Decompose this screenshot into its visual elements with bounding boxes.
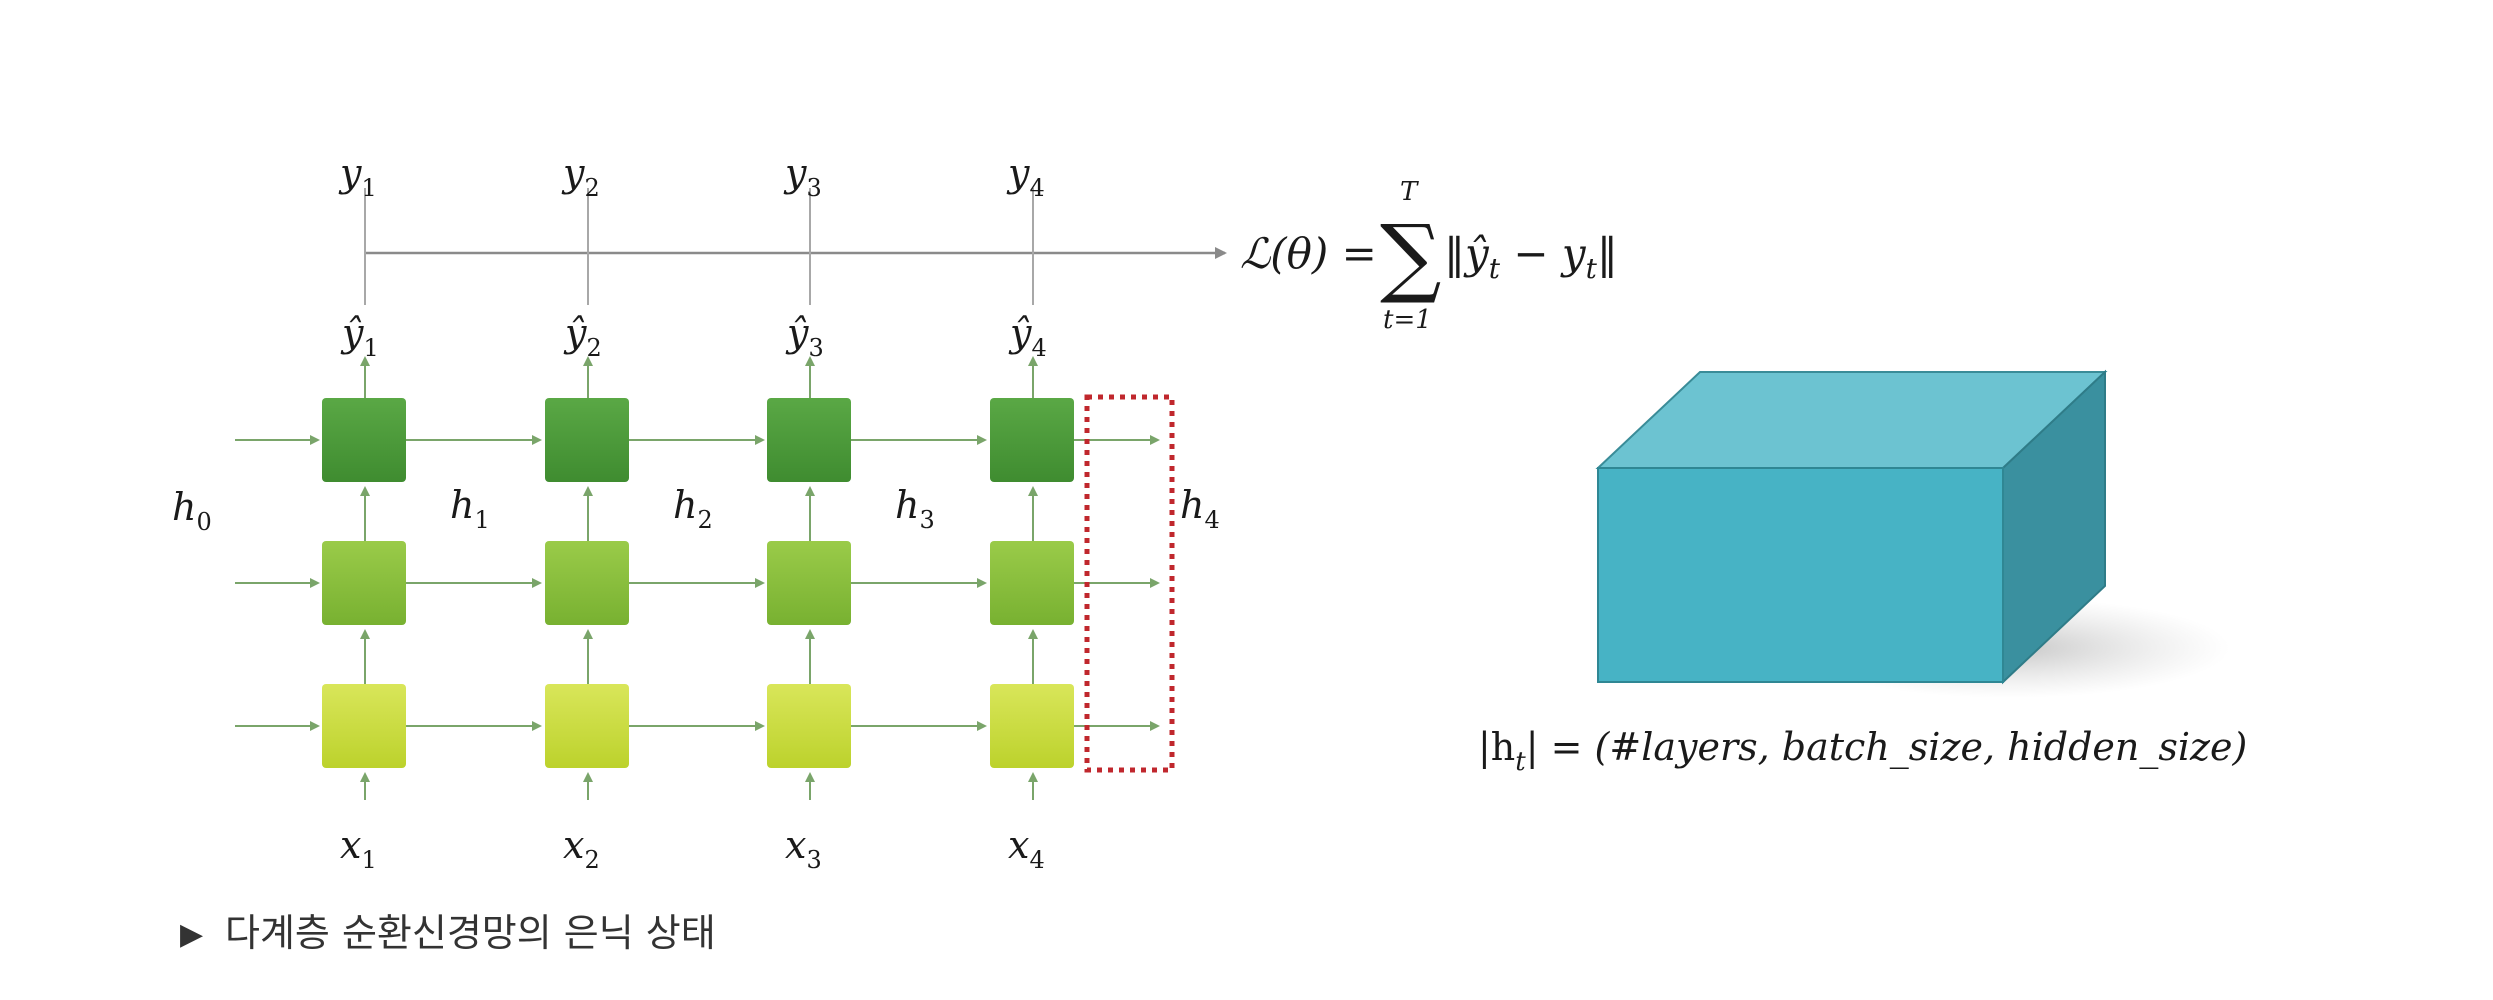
hidden-label-h2: h2 <box>673 483 713 534</box>
rnn-cell <box>545 398 629 482</box>
recurrent-arrows <box>235 435 1160 731</box>
tensor-shape-formula: |ht| = (#layers, batch_size, hidden_size… <box>1478 725 2247 777</box>
prediction-label-3: ŷ3 <box>785 311 824 362</box>
loss-formula: ℒ(θ) = ∑ T t=1 ‖ŷt − yt‖ <box>1240 177 1618 335</box>
output-labels: y1 y2 y3 y4 <box>338 151 1045 202</box>
output-label-y4: y4 <box>1006 151 1045 202</box>
rnn-cell <box>545 541 629 625</box>
prediction-label-4: ŷ4 <box>1008 311 1047 362</box>
caption-text: 다계층 순환신경망의 은닉 상태 <box>225 911 716 955</box>
loss-term: ‖ŷt − yt‖ <box>1444 229 1618 285</box>
hidden-state-labels: h0 h1 h2 h3 h4 <box>172 483 1220 536</box>
input-label-x3: x3 <box>785 823 822 874</box>
input-label-x4: x4 <box>1008 823 1045 874</box>
sum-upper-limit: T <box>1400 177 1419 207</box>
hidden-label-h1: h1 <box>450 483 490 534</box>
hidden-label-h4: h4 <box>1180 483 1220 534</box>
rnn-cell <box>767 684 851 768</box>
prediction-labels: ŷ1 ŷ2 ŷ3 ŷ4 <box>340 311 1047 362</box>
prediction-label-1: ŷ1 <box>340 311 379 362</box>
output-label-y3: y3 <box>783 151 822 202</box>
hidden-state-tensor-box <box>1595 369 2230 698</box>
rnn-cell <box>322 541 406 625</box>
layer-2-cells <box>322 541 1074 625</box>
rnn-cell <box>322 398 406 482</box>
rnn-cell <box>322 684 406 768</box>
layer-3-cells <box>322 398 1074 482</box>
prediction-label-2: ŷ2 <box>563 311 602 362</box>
output-label-y2: y2 <box>561 151 600 202</box>
hidden-label-h0: h0 <box>172 485 212 536</box>
hidden-label-h3: h3 <box>895 483 935 534</box>
rnn-cell <box>990 398 1074 482</box>
layer-1-cells <box>322 684 1074 768</box>
rnn-cell <box>990 541 1074 625</box>
loss-collector <box>364 188 1227 305</box>
sum-lower-limit: t=1 <box>1383 305 1432 335</box>
input-label-x1: x1 <box>340 823 377 874</box>
caption-marker-icon: ▶ <box>180 917 203 952</box>
rnn-cell <box>990 684 1074 768</box>
rnn-cell <box>767 398 851 482</box>
input-labels: x1 x2 x3 x4 <box>340 823 1045 874</box>
sum-symbol: ∑ <box>1380 207 1441 307</box>
output-arrows <box>360 356 1038 398</box>
layer-arrows <box>360 486 1038 800</box>
rnn-cell <box>767 541 851 625</box>
loss-lhs: ℒ(θ) = <box>1240 229 1377 278</box>
rnn-cell <box>545 684 629 768</box>
output-label-y1: y1 <box>338 151 377 202</box>
final-hidden-state-highlight <box>1084 394 1175 773</box>
input-label-x2: x2 <box>563 823 600 874</box>
